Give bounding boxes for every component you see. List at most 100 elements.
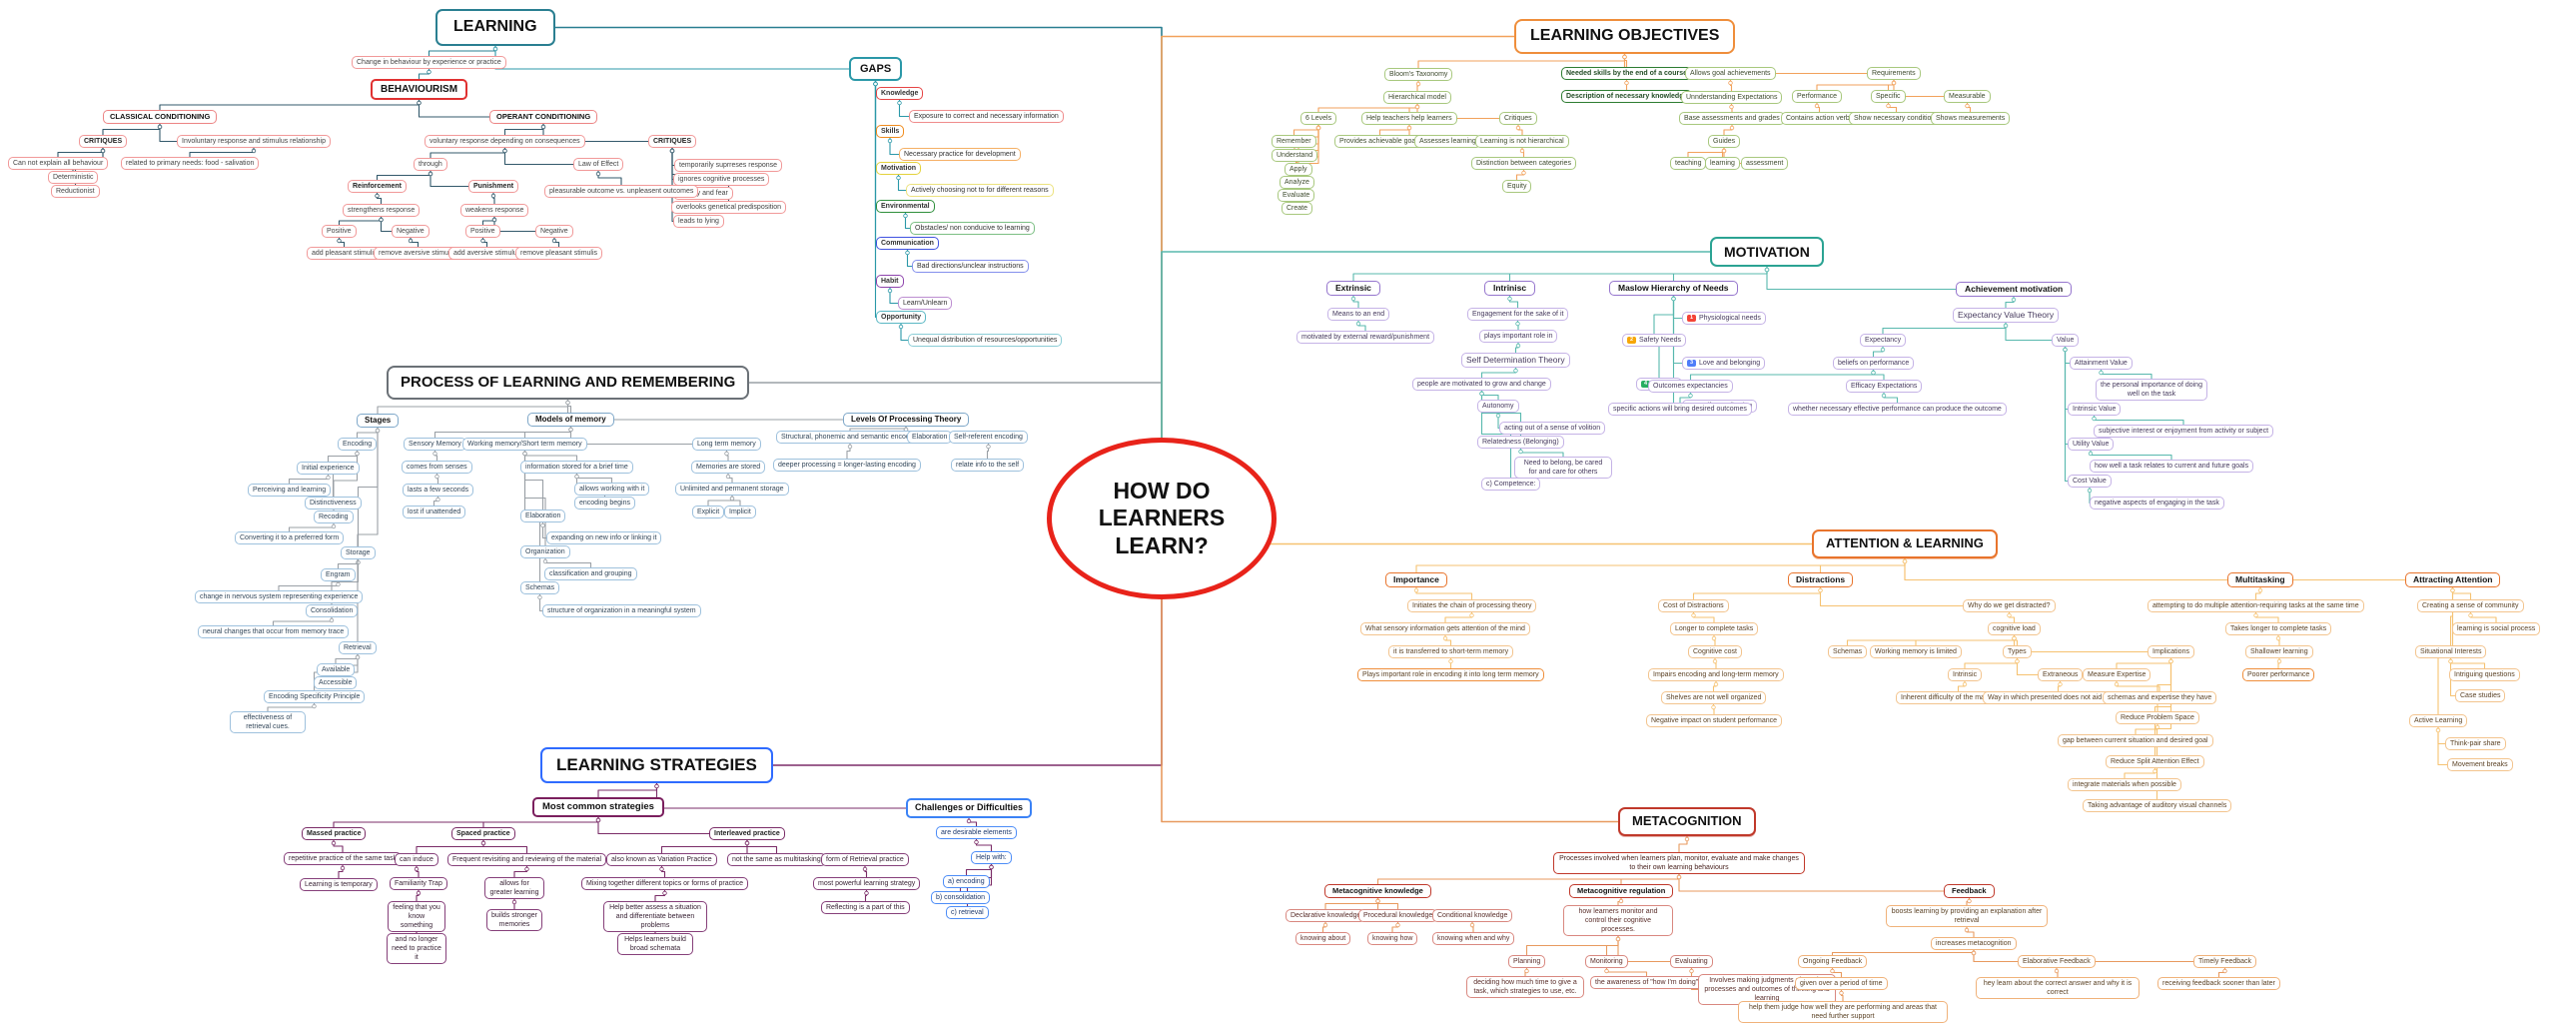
- lo-title[interactable]: LEARNING OBJECTIVES: [1514, 19, 1736, 54]
- a-schemas[interactable]: Schemas: [1828, 645, 1868, 659]
- mo-lost[interactable]: lost if unattended: [403, 506, 466, 519]
- reduce-problem[interactable]: Reduce Problem Space: [2116, 711, 2199, 725]
- oc-law[interactable]: Law of Effect: [573, 158, 624, 172]
- mo-schemas[interactable]: Schemas: [520, 581, 560, 595]
- r-pos[interactable]: Positive: [322, 225, 357, 239]
- desirable[interactable]: are desirable elements: [936, 826, 1017, 840]
- cc-c3[interactable]: Reductionist: [51, 185, 100, 199]
- mo-allows[interactable]: allows working with it: [574, 483, 650, 497]
- poorer[interactable]: Poorer performance: [2242, 668, 2315, 682]
- receiving[interactable]: receiving feedback sooner than later: [2157, 977, 2280, 991]
- g-m-d[interactable]: Actively choosing not to for different r…: [906, 184, 1054, 198]
- achievement[interactable]: Achievement motivation: [1956, 282, 2073, 298]
- most-common[interactable]: Most common strategies: [532, 797, 664, 818]
- maslow[interactable]: Maslow Hierarchy of Needs: [1609, 281, 1738, 297]
- p-pos[interactable]: Positive: [465, 225, 500, 239]
- necessary-cond[interactable]: Show necessary conditions: [1849, 112, 1944, 126]
- feeling[interactable]: feeling that you know something: [388, 901, 445, 933]
- mo-unlimited[interactable]: Unlimited and permanent storage: [675, 483, 789, 497]
- st-convert[interactable]: Converting it to a preferred form: [235, 531, 345, 545]
- given-over[interactable]: given over a period of time: [1795, 977, 1888, 991]
- timely[interactable]: Timely Feedback: [2193, 955, 2257, 969]
- multi-hdr[interactable]: Multitasking: [2227, 572, 2293, 588]
- st-access[interactable]: Accessible: [314, 676, 358, 690]
- assesses[interactable]: Assesses learning: [1414, 135, 1481, 149]
- levels[interactable]: Levels Of Processing Theory: [843, 413, 970, 428]
- proc-title[interactable]: PROCESS OF LEARNING AND REMEMBERING: [387, 366, 750, 400]
- achievable[interactable]: Provides achievable goals: [1334, 135, 1426, 149]
- movement[interactable]: Movement breaks: [2447, 758, 2513, 772]
- competence[interactable]: c) Competence:: [1481, 478, 1541, 492]
- classical[interactable]: CLASSICAL CONDITIONING: [103, 110, 218, 124]
- oc-cr5[interactable]: leads to lying: [673, 215, 724, 229]
- specific-actions[interactable]: specific actions will bring desired outc…: [1608, 403, 1752, 417]
- case-studies[interactable]: Case studies: [2455, 689, 2506, 703]
- g-skills[interactable]: Skills: [876, 125, 905, 139]
- utility[interactable]: Utility Value: [2068, 438, 2115, 452]
- cog-cost[interactable]: Cognitive cost: [1688, 645, 1742, 659]
- help-judge[interactable]: help them judge how well they are perfor…: [1738, 1001, 1948, 1024]
- types[interactable]: Types: [2003, 645, 2032, 659]
- st-distinct[interactable]: Distinctiveness: [305, 497, 362, 511]
- increases[interactable]: increases metacognition: [1931, 937, 2017, 951]
- awareness[interactable]: the awareness of "how I'm doing": [1590, 976, 1704, 990]
- blooms[interactable]: Bloom's Taxonomy: [1384, 68, 1453, 82]
- g-c-d[interactable]: Bad directions/unclear instructions: [912, 260, 1029, 274]
- frequent[interactable]: Frequent revisiting and reviewing of the…: [447, 853, 607, 867]
- h-consol[interactable]: b) consolidation: [931, 891, 991, 905]
- think-pair[interactable]: Think-pair share: [2445, 737, 2506, 751]
- subj-interest[interactable]: subjective interest or enjoyment from ac…: [2094, 425, 2274, 439]
- show-meas[interactable]: Shows measurements: [1931, 112, 2011, 126]
- mo-senses[interactable]: comes from senses: [402, 461, 472, 475]
- l-remember[interactable]: Remember: [1272, 135, 1316, 149]
- extrinsic[interactable]: Extrinsic: [1326, 281, 1380, 297]
- g-habit[interactable]: Habit: [876, 275, 904, 289]
- monitor-control[interactable]: how learners monitor and control their c…: [1563, 905, 1673, 937]
- st-neural[interactable]: neural changes that occur from memory tr…: [198, 625, 350, 639]
- shelves[interactable]: Shelves are not well organized: [1661, 691, 1767, 705]
- hey-learn[interactable]: hey learn about the correct answer and w…: [1976, 977, 2140, 1000]
- processes[interactable]: Processes involved when learners plan, m…: [1553, 852, 1805, 875]
- knowing-when[interactable]: knowing when and why: [1432, 932, 1515, 946]
- mo-explicit[interactable]: Explicit: [692, 506, 725, 519]
- st-esp[interactable]: Encoding Specificity Principle: [264, 690, 366, 704]
- attainment[interactable]: Attainment Value: [2070, 357, 2133, 371]
- community[interactable]: Creating a sense of community: [2417, 599, 2524, 613]
- schemas-have[interactable]: schemas and expertise they have: [2103, 691, 2217, 705]
- central-topic[interactable]: HOW DO LEARNERS LEARN?: [1047, 438, 1277, 599]
- spaced[interactable]: Spaced practice: [451, 827, 515, 841]
- can-induce[interactable]: can induce: [395, 853, 438, 867]
- description[interactable]: Description of necessary knowledge: [1561, 90, 1693, 104]
- help-teachers[interactable]: Help teachers help learners: [1361, 112, 1457, 126]
- cog-load[interactable]: cognitive load: [1988, 622, 2041, 636]
- monitoring[interactable]: Monitoring: [1585, 955, 1628, 969]
- active[interactable]: Active Learning: [2409, 714, 2468, 728]
- planning[interactable]: Planning: [1508, 955, 1546, 969]
- requirements[interactable]: Requirements: [1867, 67, 1921, 81]
- mo-class[interactable]: classification and grouping: [544, 567, 637, 581]
- attempting[interactable]: attempting to do multiple attention-requ…: [2147, 599, 2364, 613]
- stronger[interactable]: builds stronger memories: [486, 909, 542, 932]
- intr-value[interactable]: Intrinsic Value: [2068, 403, 2122, 417]
- repetitive[interactable]: repetitive practice of the same task: [284, 852, 403, 866]
- reinforcement[interactable]: Reinforcement: [348, 180, 408, 194]
- l-apply[interactable]: Apply: [1285, 163, 1312, 177]
- change-behaviour[interactable]: Change in behaviour by experience or pra…: [352, 56, 506, 70]
- st-initial[interactable]: Initial experience: [297, 462, 360, 476]
- p-neg[interactable]: Negative: [535, 225, 573, 239]
- assess[interactable]: Help better assess a situation and diffe…: [603, 901, 707, 933]
- needed-skills[interactable]: Needed skills by the end of a course: [1561, 67, 1692, 81]
- models[interactable]: Models of memory: [527, 413, 614, 428]
- st-encoding[interactable]: Encoding: [338, 438, 378, 452]
- mo-wm[interactable]: Working memory/Short term memory: [462, 438, 587, 452]
- req-spec[interactable]: Specific: [1871, 90, 1906, 104]
- outcomes-exp[interactable]: Outcomes expectancies: [1648, 380, 1733, 394]
- underst-exp[interactable]: Unnderstanding Expectations: [1681, 91, 1783, 105]
- expectancy[interactable]: Expectancy: [1860, 334, 1907, 348]
- no-longer[interactable]: and no longer need to practice it: [387, 933, 446, 965]
- channels[interactable]: Taking advantage of auditory visual chan…: [2083, 799, 2232, 813]
- g-knowledge[interactable]: Knowledge: [876, 87, 924, 101]
- cc-critiques[interactable]: CRITIQUES: [79, 135, 128, 149]
- h-retr[interactable]: c) retrieval: [946, 906, 989, 920]
